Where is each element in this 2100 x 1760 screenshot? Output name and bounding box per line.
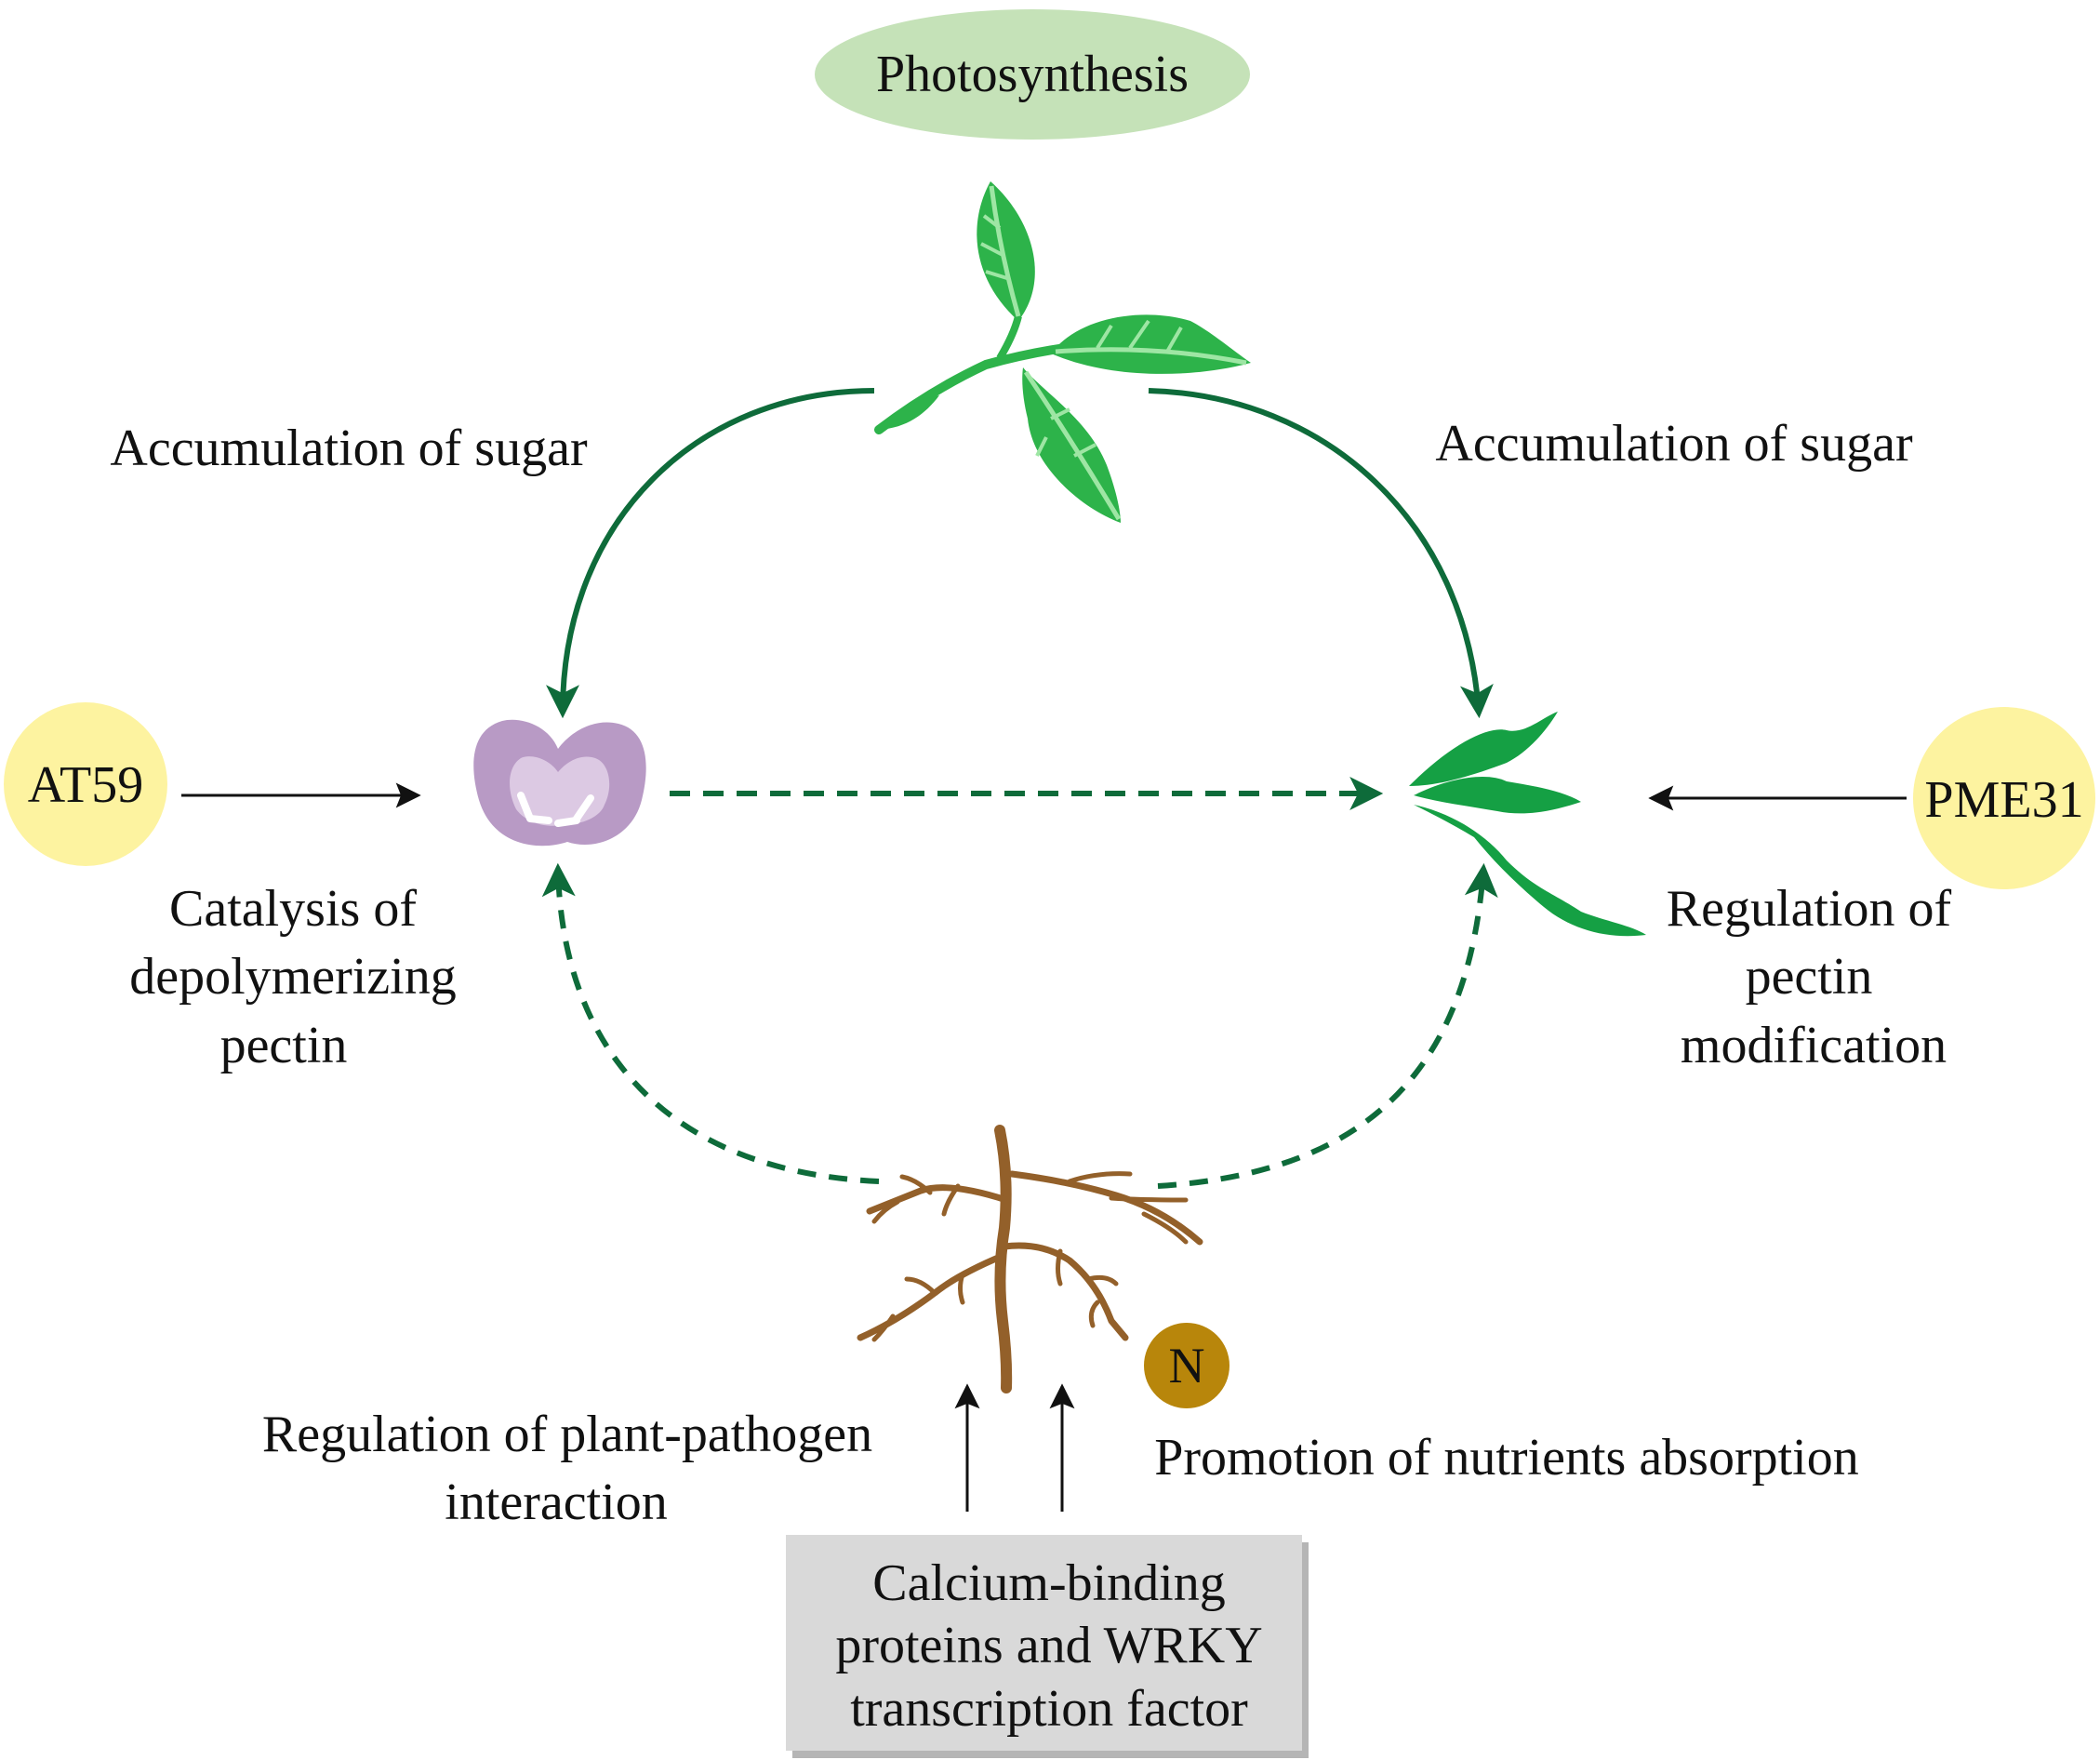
svg-text:pectin: pectin (220, 1017, 348, 1074)
pathogen-label: Regulation of plant-pathogen interaction (262, 1406, 872, 1531)
svg-text:Regulation of plant-pathogen: Regulation of plant-pathogen (262, 1406, 872, 1463)
photosynthesis-node: Photosynthesis (815, 9, 1250, 140)
svg-text:modification: modification (1681, 1017, 1947, 1074)
catalysis-label: Catalysis of depolymerizing pectin (129, 880, 456, 1074)
svg-text:Regulation of: Regulation of (1667, 880, 1952, 938)
seedling-icon (874, 181, 1251, 523)
svg-text:proteins and WRKY: proteins and WRKY (835, 1617, 1262, 1674)
nitrogen-label: N (1169, 1338, 1205, 1393)
arrow-root-to-seed (541, 862, 880, 1184)
regulation-pectin-label: Regulation of pectin modification (1667, 880, 1952, 1074)
arrow-root-to-pod (1157, 862, 1498, 1189)
nitrogen-node: N (1144, 1323, 1229, 1408)
pme31-node: PME31 (1913, 707, 2095, 889)
arrow-sugar-left (546, 388, 875, 719)
svg-text:depolymerizing: depolymerizing (129, 948, 456, 1006)
sugar-left-label: Accumulation of sugar (110, 420, 588, 477)
svg-text:Calcium-binding: Calcium-binding (872, 1554, 1226, 1612)
root-icon (857, 1125, 1203, 1393)
svg-text:transcription factor: transcription factor (850, 1680, 1248, 1738)
arrow-sugar-right (1148, 388, 1494, 719)
svg-text:Catalysis of: Catalysis of (169, 880, 417, 938)
calcium-box: Calcium-binding proteins and WRKY transc… (786, 1535, 1309, 1758)
sugar-right-label: Accumulation of sugar (1435, 415, 1913, 473)
at59-label: AT59 (28, 756, 143, 814)
seed-icon (473, 719, 646, 847)
photosynthesis-label: Photosynthesis (876, 46, 1189, 103)
pod-icon (1409, 712, 1646, 937)
svg-text:pectin: pectin (1746, 948, 1873, 1006)
at59-node: AT59 (4, 702, 167, 866)
svg-text:interaction: interaction (445, 1473, 667, 1531)
nutrients-label: Promotion of nutrients absorption (1154, 1429, 1859, 1487)
pme31-label: PME31 (1924, 771, 2083, 829)
